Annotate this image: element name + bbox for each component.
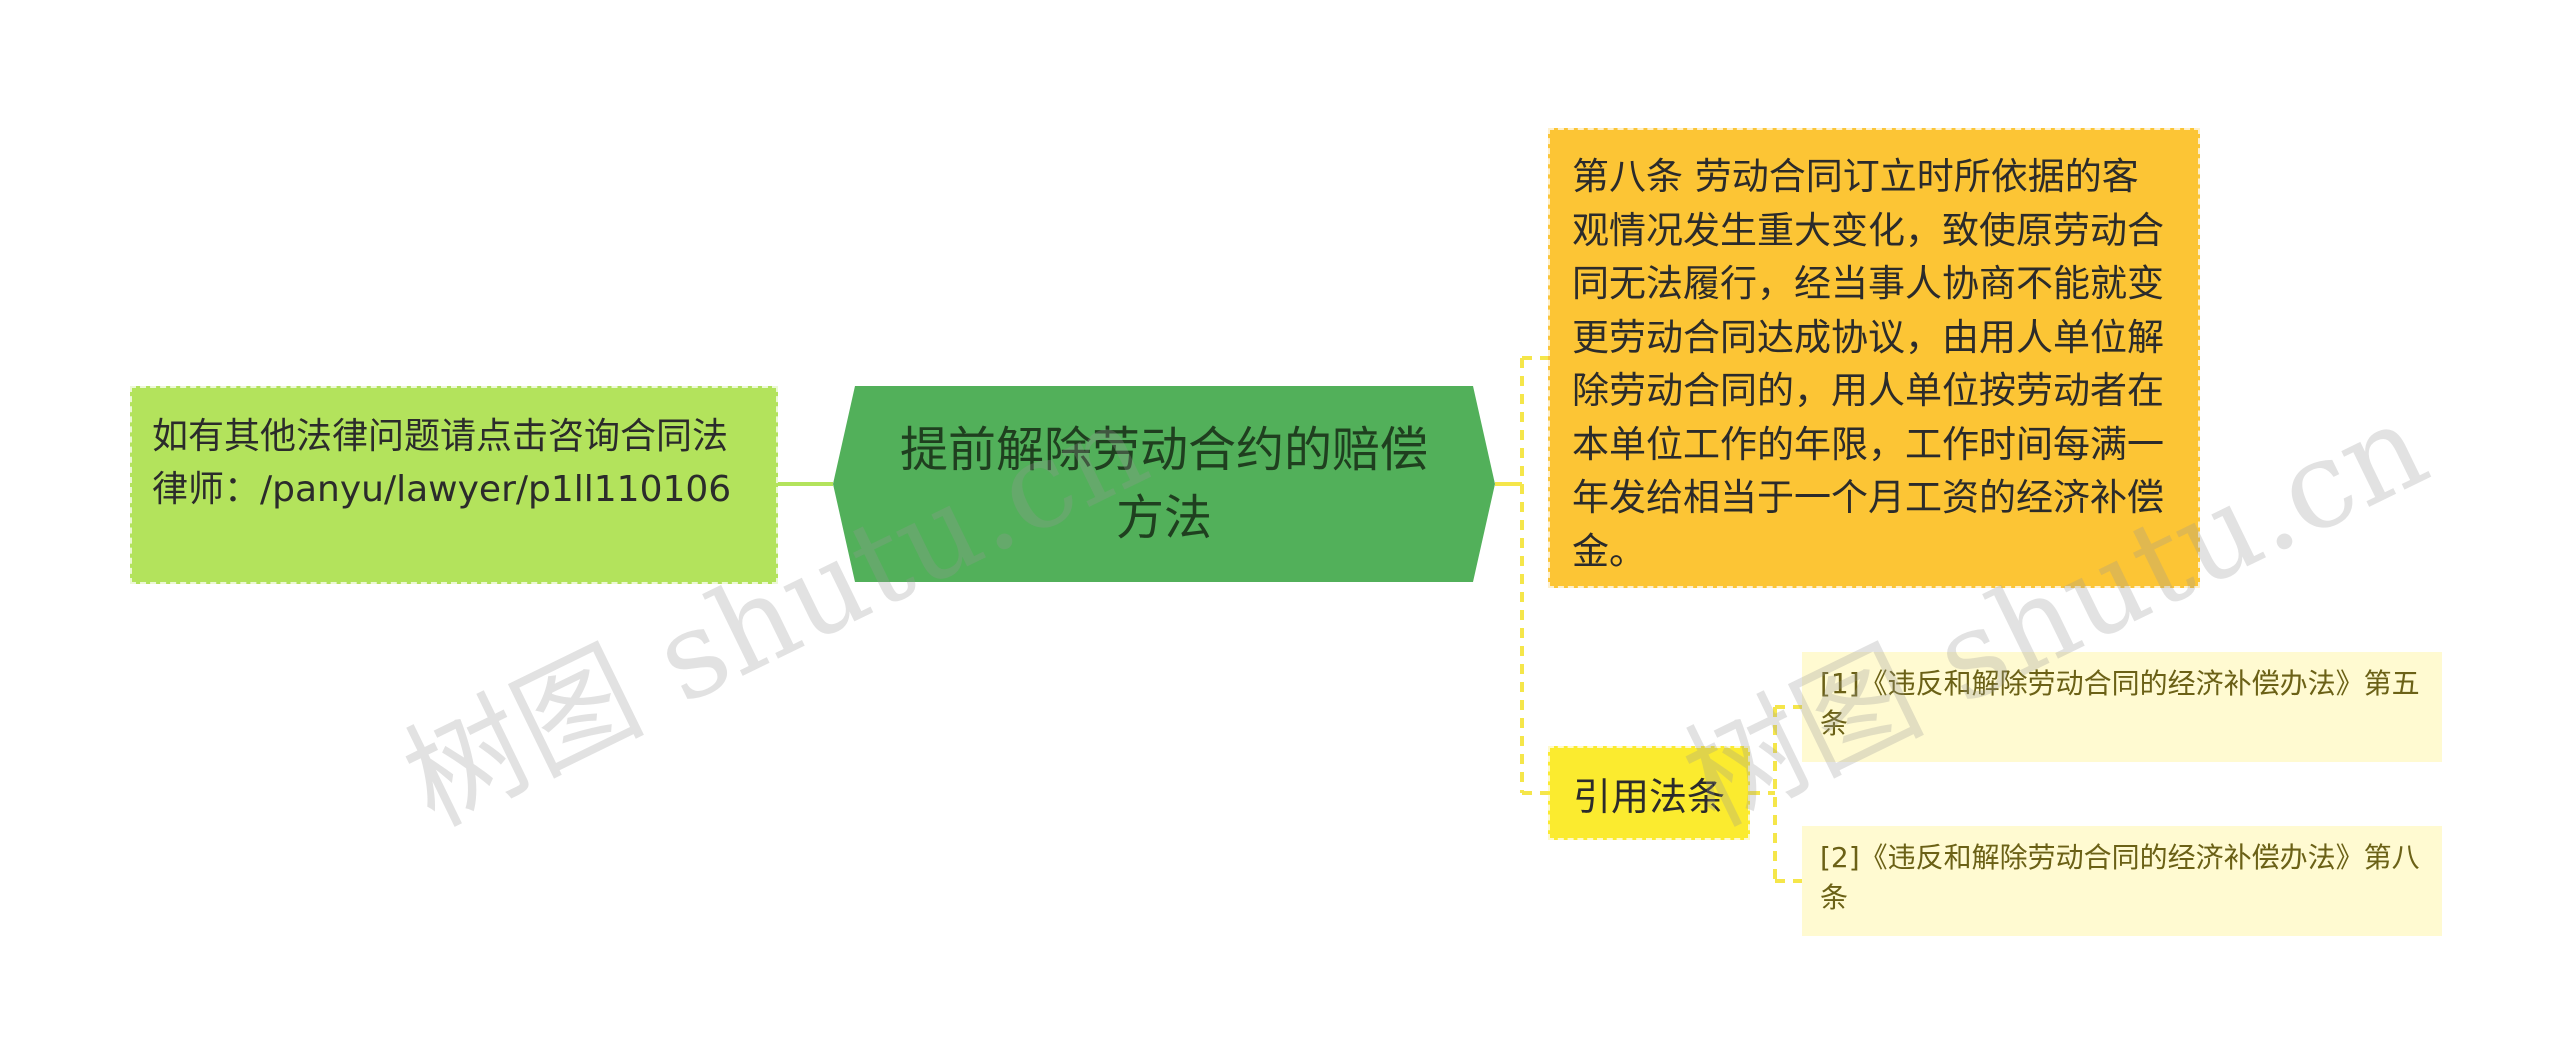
citation-text-1: [1]《违反和解除劳动合同的经济补偿办法》第五条 xyxy=(1820,667,2420,740)
citation-item-2[interactable]: [2]《违反和解除劳动合同的经济补偿办法》第八条 xyxy=(1802,826,2442,936)
article-text: 第八条 劳动合同订立时所依据的客观情况发生重大变化，致使原劳动合同无法履行，经当… xyxy=(1572,155,2164,573)
references-node[interactable]: 引用法条 xyxy=(1548,746,1750,840)
left-topic-text: 如有其他法律问题请点击咨询合同法律师：/panyu/lawyer/p1ll110… xyxy=(152,416,732,510)
citation-text-2: [2]《违反和解除劳动合同的经济补偿办法》第八条 xyxy=(1820,841,2420,914)
central-topic-node[interactable]: 提前解除劳动合约的赔偿方法 xyxy=(833,386,1495,582)
left-topic-node[interactable]: 如有其他法律问题请点击咨询合同法律师：/panyu/lawyer/p1ll110… xyxy=(130,386,778,584)
central-topic-shape xyxy=(833,386,1495,582)
central-topic-title: 提前解除劳动合约的赔偿方法 xyxy=(899,422,1428,546)
citation-item-1[interactable]: [1]《违反和解除劳动合同的经济补偿办法》第五条 xyxy=(1802,652,2442,762)
article-node[interactable]: 第八条 劳动合同订立时所依据的客观情况发生重大变化，致使原劳动合同无法履行，经当… xyxy=(1548,128,2200,588)
references-label: 引用法条 xyxy=(1572,774,1725,819)
